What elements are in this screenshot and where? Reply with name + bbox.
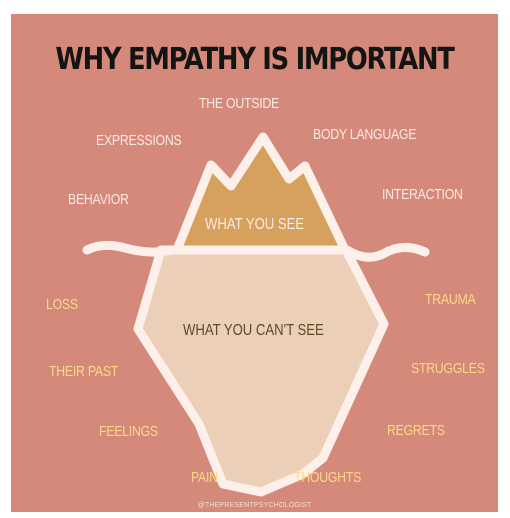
iceberg-body — [133, 245, 389, 497]
infographic-frame: WHY EMPATHY IS IMPORTANT THE OUTSIDE EXP… — [11, 14, 498, 512]
label-what-you-cant-see: WHAT YOU CAN'T SEE — [183, 322, 324, 339]
label-behavior: BEHAVIOR — [68, 191, 129, 208]
label-pain: PAIN — [191, 469, 218, 486]
label-the-outside: THE OUTSIDE — [199, 95, 279, 112]
label-loss: LOSS — [46, 296, 78, 313]
label-what-you-see: WHAT YOU SEE — [205, 216, 305, 233]
credit-handle: @THEPRESENTPSYCHOLOGIST — [197, 502, 312, 509]
label-interaction: INTERACTION — [382, 186, 463, 203]
label-trauma: TRAUMA — [425, 291, 476, 308]
label-regrets: REGRETS — [387, 422, 445, 439]
label-expressions: EXPRESSIONS — [96, 132, 182, 149]
label-body-language: BODY LANGUAGE — [313, 126, 417, 143]
label-struggles: STRUGGLES — [411, 360, 485, 377]
page-title: WHY EMPATHY IS IMPORTANT — [55, 42, 454, 77]
label-their-past: THEIR PAST — [49, 363, 119, 380]
label-feelings: FEELINGS — [99, 423, 158, 440]
label-thoughts: THOUGHTS — [294, 469, 362, 486]
water-line — [82, 240, 430, 262]
iceberg-graphic — [82, 132, 430, 497]
iceberg-tip — [172, 132, 350, 255]
